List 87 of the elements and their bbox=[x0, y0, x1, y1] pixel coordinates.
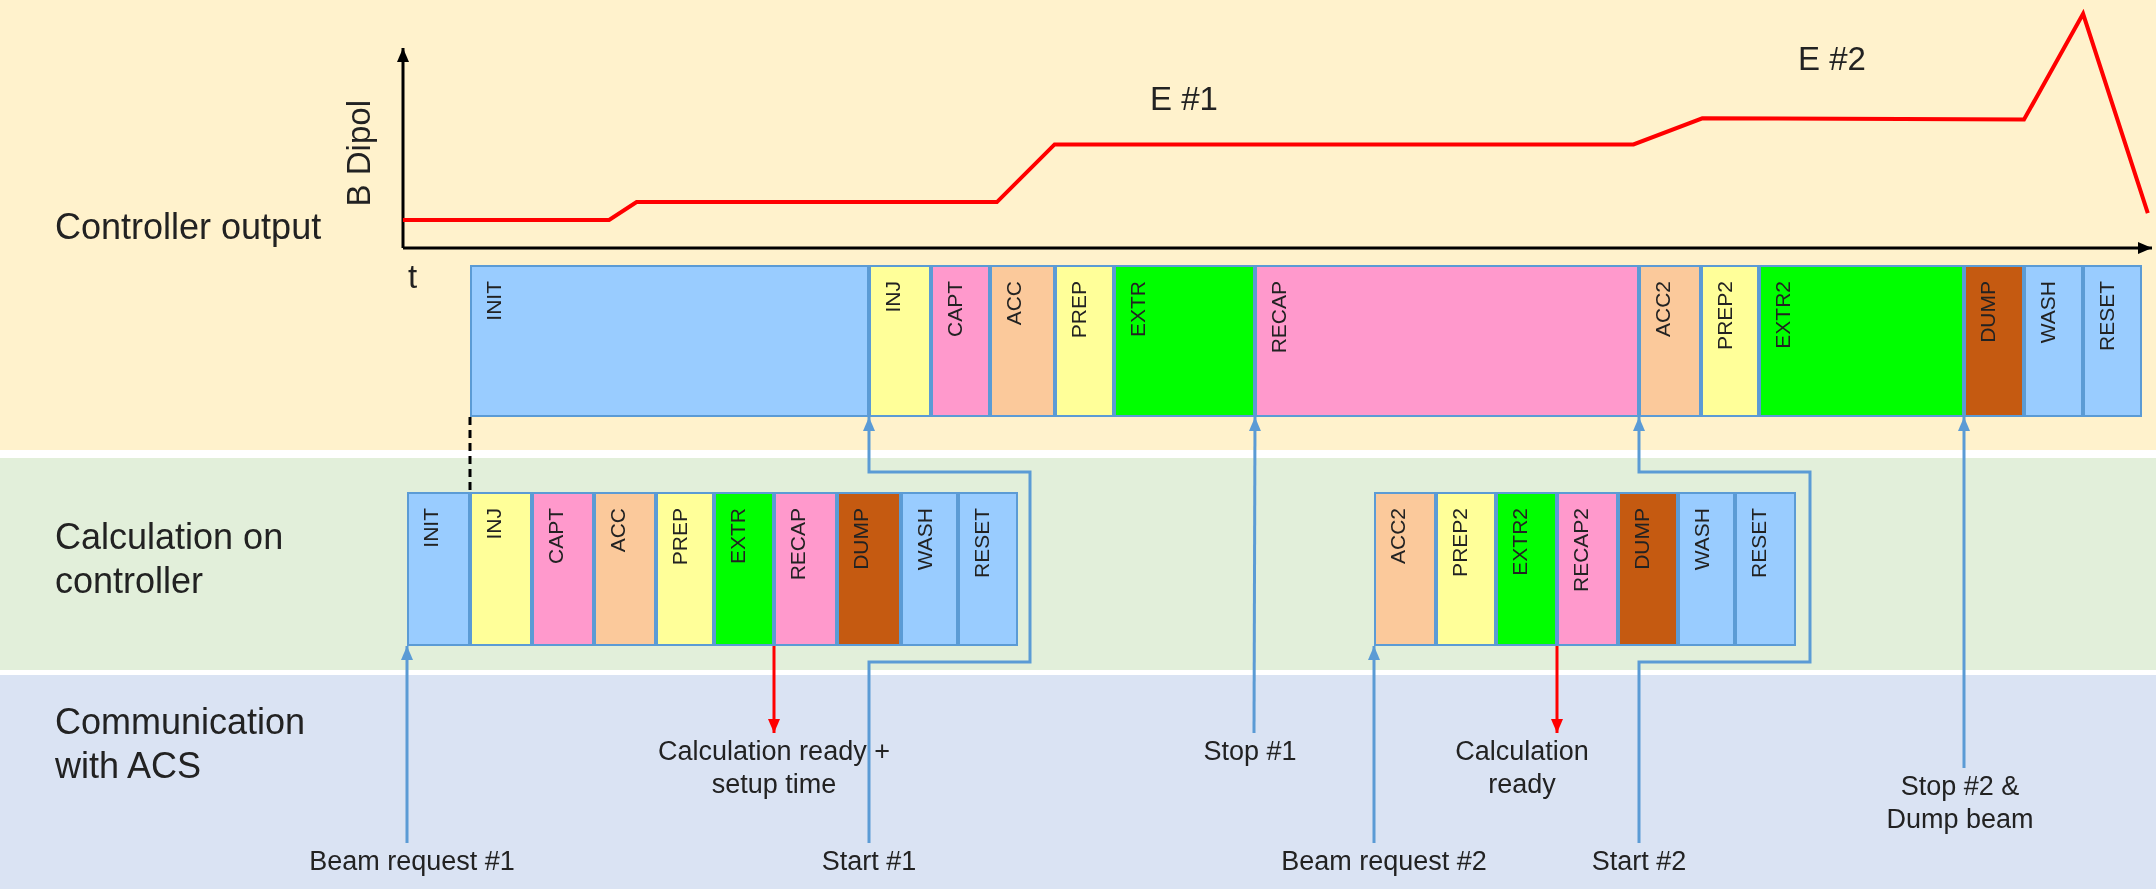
phase-block bbox=[837, 492, 901, 646]
arrow bbox=[1368, 646, 1380, 843]
arrow bbox=[1633, 417, 1812, 843]
phase-label: DUMP bbox=[1976, 281, 2000, 343]
phase-label: INJ bbox=[881, 281, 905, 313]
phase-block bbox=[2024, 265, 2083, 417]
phase-block bbox=[1735, 492, 1796, 646]
axis-label: B Dipol bbox=[340, 100, 378, 207]
event-label: Calculation ready + setup time bbox=[651, 735, 897, 801]
arrow bbox=[768, 646, 780, 733]
phase-block bbox=[1055, 265, 1114, 417]
lane-band bbox=[0, 458, 2156, 670]
phase-block bbox=[931, 265, 990, 417]
phase-label: WASH bbox=[2036, 281, 2060, 344]
phase-block bbox=[1374, 492, 1436, 646]
phase-label: EXTR2 bbox=[1771, 281, 1795, 349]
phase-label: INIT bbox=[419, 508, 443, 548]
phase-block bbox=[656, 492, 714, 646]
phase-block bbox=[1557, 492, 1618, 646]
phase-label: RECAP bbox=[1267, 281, 1291, 354]
phase-label: DUMP bbox=[849, 508, 873, 570]
lane-band bbox=[0, 675, 2156, 889]
phase-label: PREP bbox=[668, 508, 692, 566]
phase-label: INIT bbox=[482, 281, 506, 321]
arrow bbox=[1551, 646, 1563, 733]
phase-label: WASH bbox=[1690, 508, 1714, 571]
event-label: Start #2 bbox=[1539, 845, 1739, 878]
phase-label: RESET bbox=[970, 508, 994, 578]
phase-label: ACC bbox=[1002, 281, 1026, 326]
phase-block bbox=[1436, 492, 1496, 646]
phase-label: INJ bbox=[482, 508, 506, 540]
phase-block bbox=[774, 492, 837, 646]
phase-block bbox=[1759, 265, 1964, 417]
phase-block bbox=[1701, 265, 1759, 417]
phase-label: CAPT bbox=[943, 281, 967, 337]
phase-block bbox=[2083, 265, 2142, 417]
arrow bbox=[1958, 417, 1970, 768]
phase-block bbox=[1255, 265, 1639, 417]
phase-block bbox=[901, 492, 958, 646]
arrow bbox=[401, 646, 413, 843]
phase-block bbox=[594, 492, 656, 646]
phase-block bbox=[1618, 492, 1678, 646]
lane-title: Controller output bbox=[55, 205, 323, 249]
phase-block bbox=[470, 265, 869, 417]
lane-title: Communication with ACS bbox=[55, 700, 307, 788]
phase-block bbox=[1639, 265, 1701, 417]
phase-label: RECAP bbox=[786, 508, 810, 581]
phase-block bbox=[532, 492, 594, 646]
phase-label: EXTR bbox=[726, 508, 750, 564]
phase-block bbox=[470, 492, 532, 646]
event-label: Beam request #2 bbox=[1234, 845, 1534, 878]
phase-label: RECAP2 bbox=[1569, 508, 1593, 593]
curve-label: E #1 bbox=[1150, 80, 1218, 118]
phase-label: WASH bbox=[913, 508, 937, 571]
phase-label: DUMP bbox=[1630, 508, 1654, 570]
phase-block bbox=[1678, 492, 1735, 646]
event-label: Calculation ready bbox=[1427, 735, 1617, 801]
event-label: Stop #1 bbox=[1150, 735, 1350, 768]
lane-title: Calculation on controller bbox=[55, 515, 285, 603]
phase-label: RESET bbox=[2095, 281, 2119, 351]
phase-block bbox=[1114, 265, 1255, 417]
lane-band bbox=[0, 0, 2156, 450]
phase-block bbox=[1964, 265, 2024, 417]
phase-label: EXTR bbox=[1126, 281, 1150, 337]
phase-label: RESET bbox=[1747, 508, 1771, 578]
phase-label: CAPT bbox=[544, 508, 568, 564]
phase-block bbox=[714, 492, 774, 646]
axis-label: t bbox=[408, 258, 418, 296]
arrow bbox=[863, 417, 1032, 843]
phase-label: EXTR2 bbox=[1508, 508, 1532, 576]
phase-block bbox=[1496, 492, 1557, 646]
phase-block bbox=[958, 492, 1018, 646]
phase-block bbox=[407, 492, 470, 646]
phase-label: ACC2 bbox=[1651, 281, 1675, 338]
phase-label: PREP2 bbox=[1448, 508, 1472, 577]
event-label: Start #1 bbox=[769, 845, 969, 878]
phase-block bbox=[869, 265, 931, 417]
dashed-line bbox=[468, 417, 472, 490]
phase-label: ACC2 bbox=[1386, 508, 1410, 565]
phase-label: ACC bbox=[606, 508, 630, 553]
phase-block bbox=[990, 265, 1055, 417]
curve-label: E #2 bbox=[1798, 40, 1866, 78]
arrow bbox=[1248, 417, 1261, 733]
phase-label: PREP2 bbox=[1713, 281, 1737, 350]
phase-label: PREP bbox=[1067, 281, 1091, 339]
event-label: Beam request #1 bbox=[262, 845, 562, 878]
event-label: Stop #2 & Dump beam bbox=[1880, 770, 2040, 836]
